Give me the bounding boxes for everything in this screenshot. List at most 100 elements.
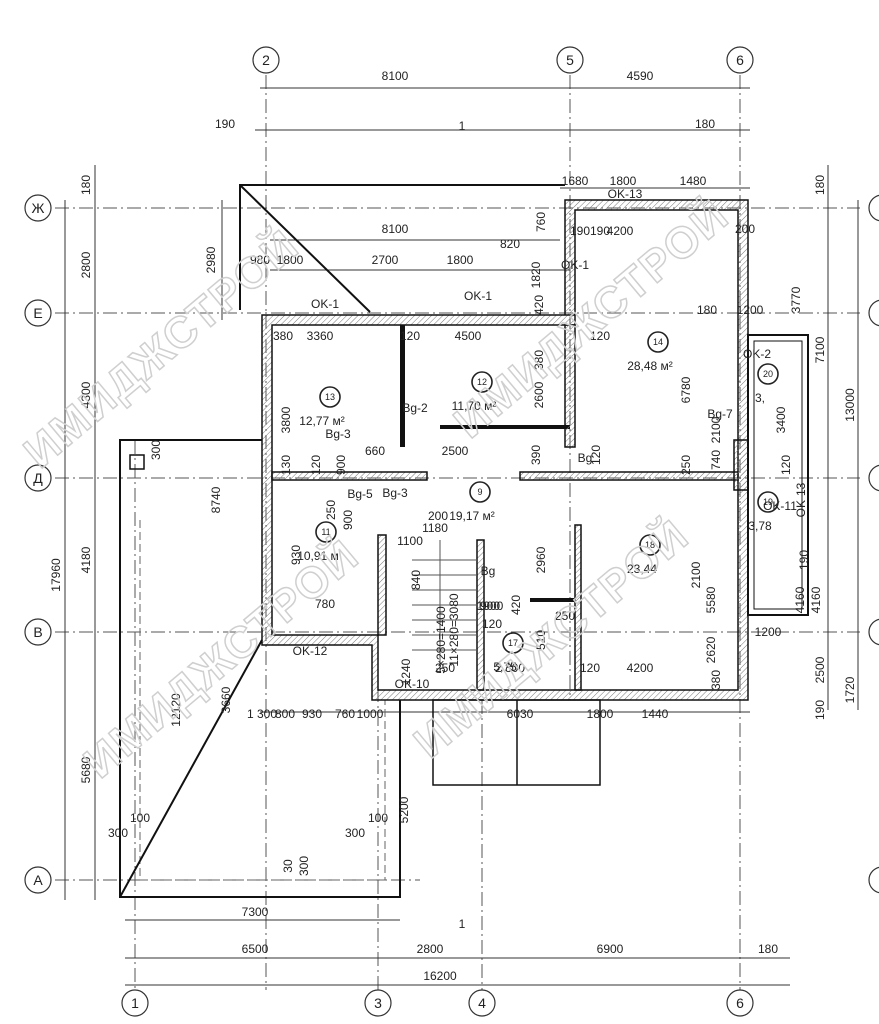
dimension-label: 930 <box>289 545 303 565</box>
dimension-label: 130 <box>279 455 293 475</box>
dimension-label: 180 <box>697 303 717 317</box>
dimension-label: 200 <box>428 509 448 523</box>
dimension-label: 16200 <box>423 969 457 983</box>
dimension-label: 1820 <box>529 261 543 288</box>
dimension-label: OK-2 <box>743 347 771 361</box>
dimension-label: 740 <box>709 450 723 470</box>
dimension-label: 4180 <box>79 546 93 573</box>
dimension-label: OK-13 <box>608 187 643 201</box>
dimension-label: 120 <box>400 329 420 343</box>
dimension-label: 300 <box>345 826 365 840</box>
axis-bubble: Е <box>24 299 879 327</box>
dimension-label: 120 <box>309 455 323 475</box>
dimension-label: 13000 <box>843 388 857 422</box>
dimension-label: 2100 <box>709 416 723 443</box>
dimension-label: 190 <box>813 700 827 720</box>
dimension-label: 4500 <box>455 329 482 343</box>
dimension-label: 8740 <box>209 486 223 513</box>
dimension-label: Bg-5 <box>347 487 373 501</box>
room-number-circle <box>647 331 669 353</box>
dimension-label: 1680 <box>562 174 589 188</box>
room-label: 193,78 <box>748 491 779 533</box>
dimension-label: 300 <box>108 826 128 840</box>
dimension-label: 11×280=3080 <box>447 593 461 667</box>
axis-label: 2 <box>262 52 270 68</box>
dimension-label: 4160 <box>809 586 823 613</box>
dimension-label: 840 <box>409 570 423 590</box>
room-number: 13 <box>325 392 335 402</box>
dimension-label: 4300 <box>79 381 93 408</box>
dimension-label: Bg-7 <box>707 407 733 421</box>
dimension-label: Bg <box>578 451 593 465</box>
dimension-label: 120 <box>482 617 502 631</box>
dimension-label: OK-1 <box>561 258 589 272</box>
room-area: 28,48 м² <box>627 359 673 373</box>
room-area: 11,70 м² <box>452 399 497 413</box>
dimension-label: 300 <box>297 856 311 876</box>
dimension-label: 180 <box>695 117 715 131</box>
room-label: 175,75 <box>493 632 524 674</box>
dimension-label: 17960 <box>49 558 63 592</box>
dimension-label: 2800 <box>79 251 93 278</box>
dimension-label: 3770 <box>789 286 803 313</box>
room-number-circle <box>639 534 661 556</box>
dimension-label: 120 <box>590 329 610 343</box>
dimension-label: 190 <box>570 224 590 238</box>
dimension-label: 30 <box>281 859 295 873</box>
dimension-label: 2600 <box>532 381 546 408</box>
dimension-label: 800 <box>275 707 295 721</box>
dimension-label: 390 <box>529 445 543 465</box>
dimension-label: 760 <box>534 212 548 232</box>
watermark-text: ИМИДЖСТРОЙ <box>74 529 369 788</box>
axis-bubble: Ж <box>24 194 879 222</box>
dimension-label: 8100 <box>382 222 409 236</box>
dimension-label: 1180 <box>422 521 448 535</box>
dimension-label: 6900 <box>597 942 624 956</box>
dimension-label: 250 <box>324 500 338 520</box>
dimension-label: 420 <box>509 595 523 615</box>
axis-label: В <box>33 624 42 640</box>
dimension-label: 1000 <box>357 707 384 721</box>
dimension-label: 4200 <box>607 224 634 238</box>
axis-bubble: 6 <box>726 989 754 1017</box>
dimension-label: 3660 <box>219 686 233 713</box>
dimension-label: OK-10 <box>395 677 430 691</box>
room-label: 203, <box>755 363 779 405</box>
dimension-label: 1480 <box>680 174 707 188</box>
dimension-label: 1800 <box>277 253 304 267</box>
dimension-label: OK-13 <box>794 482 808 517</box>
dimension-label: 1900 <box>477 599 504 613</box>
axis-label: 6 <box>736 52 744 68</box>
dimension-label: 4590 <box>627 69 654 83</box>
dimension-label: 190 <box>215 117 235 131</box>
axis-bubble: 4 <box>468 989 496 1017</box>
dimension-label: 6030 <box>507 707 534 721</box>
dimension-label: 1800 <box>587 707 614 721</box>
axis-label: 3 <box>374 995 382 1011</box>
room-number-circle <box>757 491 779 513</box>
dimension-label: 1240 <box>399 658 413 685</box>
dimension-label: 930 <box>302 707 322 721</box>
dimension-label: 380 <box>709 670 723 690</box>
dimension-label: 660 <box>365 444 385 458</box>
room-area: 3, <box>755 391 765 405</box>
room-number-circle <box>471 371 493 393</box>
dimension-label: 120 <box>779 455 793 475</box>
dimension-label: 2500 <box>442 444 469 458</box>
axis-label: А <box>33 872 43 888</box>
dimension-label: 5200 <box>397 796 411 823</box>
axis-label: 4 <box>478 995 486 1011</box>
axis-bubble: 6 <box>726 46 754 74</box>
dimension-label: 900 <box>480 599 500 613</box>
dimension-label: 980 <box>250 253 270 267</box>
dimension-label: 1200 <box>755 625 782 639</box>
room-number: 19 <box>763 497 773 507</box>
dimension-label: 7300 <box>242 905 269 919</box>
dimension-label: 5680 <box>79 756 93 783</box>
dimension-label: 190 <box>590 224 610 238</box>
